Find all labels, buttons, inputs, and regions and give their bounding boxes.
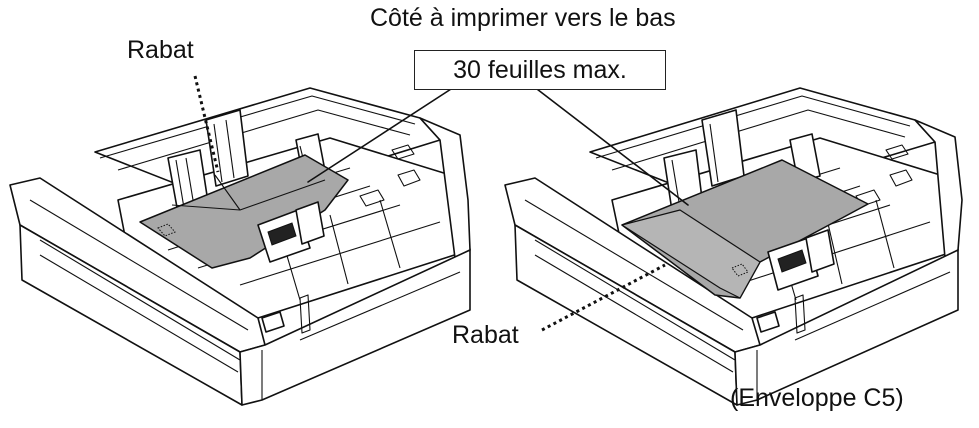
leader-lines (193, 75, 689, 332)
flap-label-right: Rabat (452, 321, 519, 349)
max-sheets-box: 30 feuilles max. (414, 50, 666, 90)
left-envelope-leader (307, 77, 469, 183)
print-side-down-label: Côté à imprimer vers le bas (370, 4, 676, 32)
left-envelope (139, 154, 349, 269)
right-envelope (621, 159, 869, 299)
right-paper-guide-clip (767, 229, 835, 291)
flap-label-left: Rabat (127, 36, 194, 64)
envelope-size-caption: (Enveloppe C5) (730, 384, 904, 412)
left-paper-guide-clip (257, 201, 325, 263)
right-envelope-leader (519, 75, 689, 206)
